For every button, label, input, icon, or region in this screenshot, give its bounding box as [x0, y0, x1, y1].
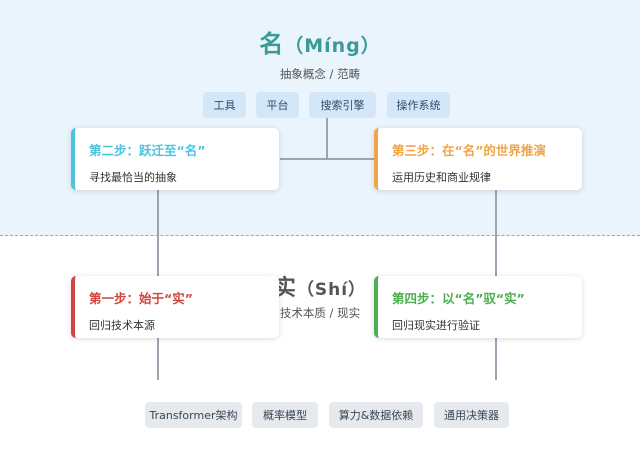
- step-4-desc: 回归现实进行验证: [392, 319, 480, 332]
- step-2-desc: 寻找最恰当的抽象: [89, 171, 177, 184]
- shi-chip-compute-data: 算力&数据依赖: [329, 402, 423, 428]
- shi-title: 实（Shí）: [0, 270, 640, 302]
- shi-chip-probability-model: 概率模型: [252, 402, 318, 428]
- shi-title-pinyin: （Shí）: [296, 280, 367, 300]
- step-1-title: 第一步：始于“实”: [89, 291, 193, 306]
- step-1-desc: 回归技术本源: [89, 319, 155, 332]
- ming-tag-tools: 工具: [203, 92, 246, 118]
- step-card-2: 第二步：跃迁至“名” 寻找最恰当的抽象: [71, 128, 279, 190]
- shi-chip-transformer: Transformer架构: [145, 402, 242, 428]
- connector-tags-center: [326, 118, 328, 160]
- ming-title-pinyin: （Míng）: [284, 35, 381, 57]
- ming-title-char: 名: [259, 30, 285, 58]
- ming-tag-platform: 平台: [256, 92, 299, 118]
- ming-subtitle: 抽象概念 / 范畴: [279, 67, 361, 81]
- connector-center-horizontal: [280, 158, 376, 160]
- step-4-title: 第四步：以“名”驭“实”: [392, 291, 525, 306]
- step-card-3: 第三步：在“名”的世界推演 运用历史和商业规律: [374, 128, 582, 190]
- step-card-4: 第四步：以“名”驭“实” 回归现实进行验证: [374, 276, 582, 338]
- step-card-1: 第一步：始于“实” 回归技术本源: [71, 276, 279, 338]
- shi-chip-general-decider: 通用决策器: [434, 402, 509, 428]
- step-3-desc: 运用历史和商业规律: [392, 171, 491, 184]
- ming-zone-background: [0, 0, 640, 236]
- shi-subtitle: 技术本质 / 现实: [279, 306, 361, 320]
- zone-divider: [0, 235, 640, 236]
- step-3-title: 第三步：在“名”的世界推演: [392, 143, 546, 158]
- ming-title: 名（Míng）: [0, 24, 640, 59]
- step-2-title: 第二步：跃迁至“名”: [89, 143, 206, 158]
- ming-tag-operating-system: 操作系统: [387, 92, 450, 118]
- ming-tag-search-engine: 搜索引擎: [309, 92, 376, 118]
- shi-title-char: 实: [273, 276, 297, 301]
